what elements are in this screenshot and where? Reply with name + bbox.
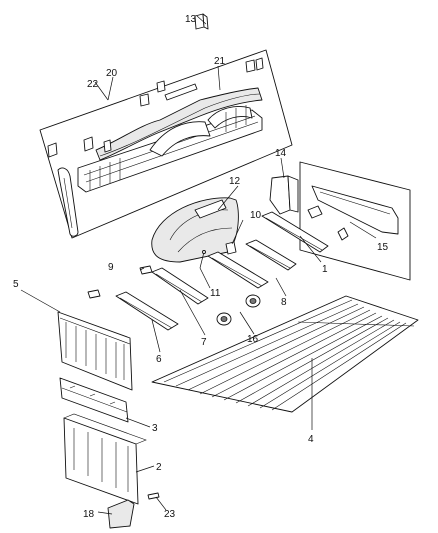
part-3-crossmember: [59, 377, 129, 423]
part-9-clips: [87, 265, 153, 299]
callout-10: 10: [250, 210, 262, 221]
callout-14: 14: [275, 148, 287, 159]
leader-lines: [20, 15, 377, 515]
callout-2: 2: [156, 462, 162, 473]
callout-1: 1: [322, 264, 328, 275]
part-4-bed-floor: [151, 295, 419, 413]
callout-6: 6: [156, 354, 162, 365]
callout-22: 22: [87, 79, 99, 90]
part-8-crossmember-a: [245, 239, 297, 271]
callout-13: 13: [185, 14, 197, 25]
callout-3: 3: [152, 423, 158, 434]
part-6-crossmember: [115, 291, 179, 331]
callout-9: 9: [108, 262, 114, 273]
part-21-bracket-c: [245, 57, 264, 73]
part-20-side-panel: [77, 87, 263, 193]
callout-8: 8: [281, 297, 287, 308]
part-15-rail: [307, 185, 399, 241]
callout-15: 15: [377, 242, 389, 253]
callout-16: 16: [247, 334, 259, 345]
part-5-front-panel: [57, 311, 133, 391]
part-1-crossmember: [261, 211, 329, 253]
part-2-lower-panel: [63, 413, 147, 505]
part-18-bracket: [107, 499, 135, 529]
part-20-clips: [47, 136, 112, 158]
callout-12: 12: [229, 176, 241, 187]
part-23-fastener: [147, 492, 160, 500]
callout-20: 20: [106, 68, 118, 79]
part-10-bracket: [225, 241, 237, 255]
callout-18: 18: [83, 509, 95, 520]
part-14-bracket: [269, 175, 299, 215]
part-21-bracket-b: [139, 80, 166, 107]
callout-11: 11: [210, 288, 221, 299]
part-13-clip: [194, 13, 209, 30]
part-8-crossmember-b: [207, 251, 269, 289]
part-16-spacer-a: [216, 312, 232, 326]
callout-labels: 1 2 3 4 5 6 7 8 9 10 11 12 13 14 15 16 1…: [13, 14, 389, 520]
callout-23: 23: [164, 509, 176, 520]
part-22-liner: [57, 167, 79, 237]
callout-5: 5: [13, 279, 19, 290]
part-21-bracket-a: [164, 83, 198, 101]
callout-7: 7: [201, 337, 207, 348]
part-7-crossmember: [151, 267, 209, 305]
callout-21: 21: [214, 56, 226, 67]
part-12-cover: [151, 197, 239, 263]
callout-4: 4: [308, 434, 314, 445]
part-11-rod: [199, 250, 206, 269]
part-16-spacer-b: [245, 294, 261, 308]
